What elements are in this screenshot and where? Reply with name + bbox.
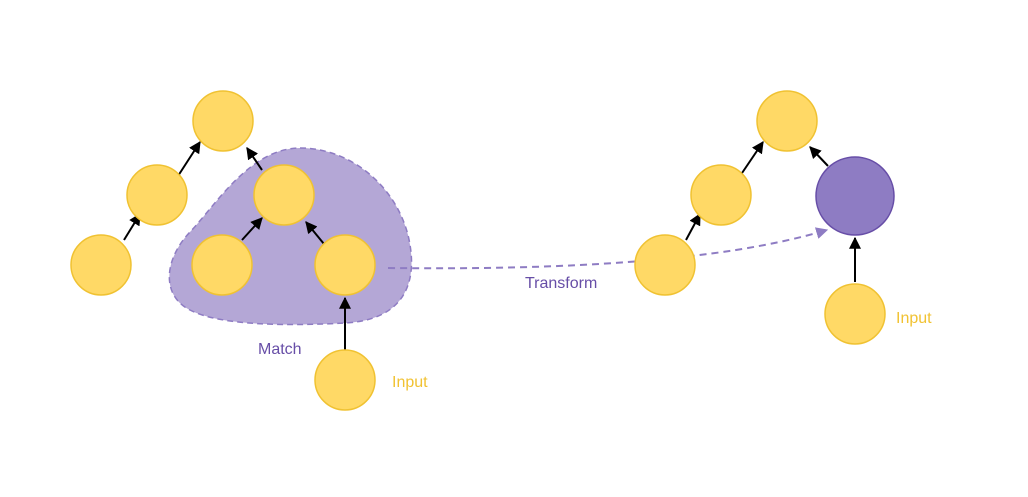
node-left-mid-left <box>126 164 188 226</box>
transform-arrow <box>387 227 829 270</box>
edge-bm-mr <box>241 217 263 241</box>
node-left-top <box>192 90 254 152</box>
node-right-mid-left <box>690 164 752 226</box>
right-tree-nodes <box>634 90 895 345</box>
node-right-replaced <box>815 156 895 236</box>
node-left-mid-right <box>253 164 315 226</box>
node-left-bottom-right <box>314 234 376 296</box>
edge-r-ml-top <box>739 141 764 177</box>
transform-label: Transform <box>525 275 597 292</box>
input-label-right: Input <box>896 310 932 327</box>
edge-mr-top <box>246 147 263 171</box>
input-label-left: Input <box>392 374 428 391</box>
edge-r-big-top <box>809 146 829 167</box>
node-right-input <box>824 283 886 345</box>
node-left-bottom-left <box>70 234 132 296</box>
right-tree-edges <box>685 141 861 282</box>
edge-br-mr <box>305 221 325 245</box>
match-label: Match <box>258 341 302 358</box>
node-left-bottom-mid <box>191 234 253 296</box>
left-tree-nodes <box>70 90 376 411</box>
edge-ml-top <box>177 140 201 177</box>
edge-r-bl-ml <box>685 212 701 241</box>
node-right-bottom-left <box>634 234 696 296</box>
node-right-top <box>756 90 818 152</box>
node-left-input <box>314 349 376 411</box>
